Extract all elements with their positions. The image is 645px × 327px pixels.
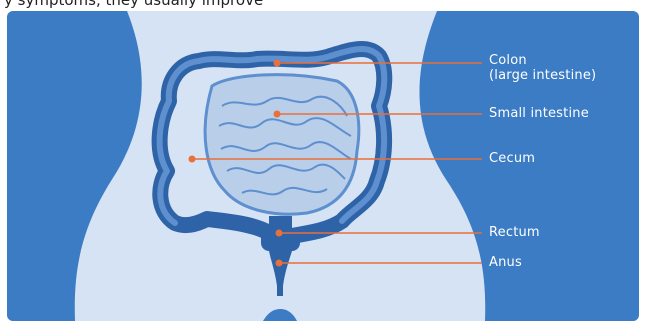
dot-colon — [274, 60, 281, 67]
label-rectum: Rectum — [489, 225, 540, 240]
label-small-intestine: Small intestine — [489, 106, 589, 121]
header-text-fragment: y symptoms, they usually improve — [4, 0, 263, 9]
dot-rectum — [276, 230, 283, 237]
label-cecum: Cecum — [489, 151, 535, 166]
dot-small-intestine — [274, 111, 281, 118]
label-anus-line-1: Anus — [489, 255, 522, 270]
label-colon-line-2: (large intestine) — [489, 68, 596, 83]
label-anus: Anus — [489, 255, 522, 270]
label-small-intestine-line-1: Small intestine — [489, 106, 589, 121]
label-colon: Colon (large intestine) — [489, 53, 596, 83]
anus-shape — [277, 273, 283, 296]
label-colon-line-1: Colon — [489, 53, 596, 68]
dot-anus — [276, 260, 283, 267]
diagram-panel: Colon (large intestine) Small intestine … — [7, 11, 639, 321]
label-rectum-line-1: Rectum — [489, 225, 540, 240]
dot-cecum — [189, 156, 196, 163]
label-cecum-line-1: Cecum — [489, 151, 535, 166]
